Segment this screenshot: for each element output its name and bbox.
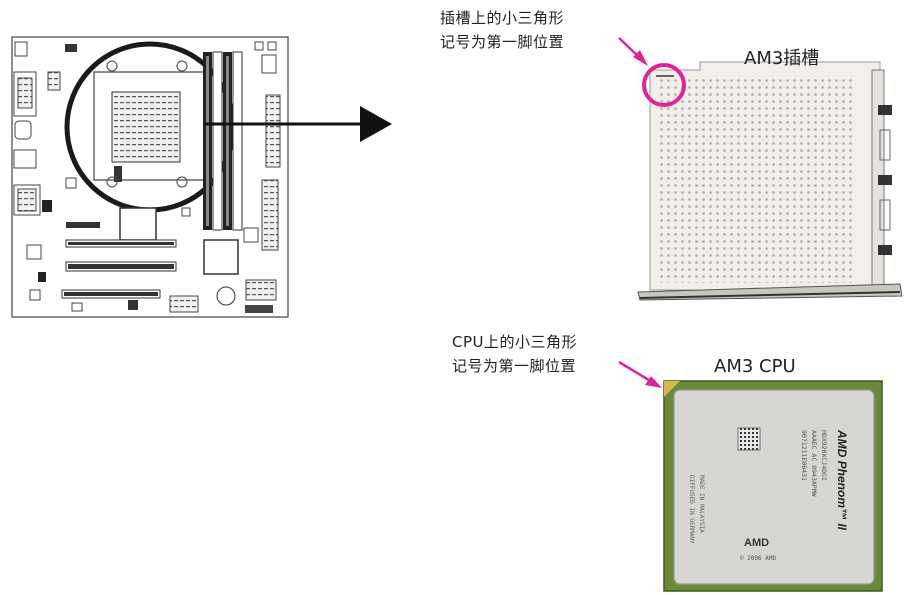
cpu-pin1-triangle xyxy=(664,381,680,397)
socket-note-line1: 插槽上的小三角形 xyxy=(440,9,565,27)
chip xyxy=(65,177,77,189)
sata-header xyxy=(261,179,279,251)
header xyxy=(169,295,199,313)
header xyxy=(65,44,77,52)
header xyxy=(245,305,273,313)
io-port xyxy=(17,188,37,212)
am3-socket xyxy=(637,61,903,301)
mount-hole xyxy=(176,60,188,72)
socket-note-arrow-icon xyxy=(618,37,648,66)
io-port xyxy=(13,184,41,216)
chip xyxy=(261,54,277,74)
header xyxy=(29,289,41,301)
cpu-note-line1: CPU上的小三角形 xyxy=(452,333,577,351)
cpu-title: AM3 CPU xyxy=(714,356,796,377)
cpu-brand-text: AMD Phenom™ II xyxy=(835,429,849,531)
io-port xyxy=(42,200,52,212)
socket-pin1-marker-circle xyxy=(642,63,686,107)
io-port xyxy=(17,77,33,109)
cpu-datamatrix xyxy=(737,427,761,451)
svg-text:HDX920XCJ4DGI: HDX920XCJ4DGI xyxy=(820,430,828,481)
northbridge-chip xyxy=(119,207,157,241)
svg-text:9071211E00431: 9071211E00431 xyxy=(800,430,808,481)
socket-pin-grid xyxy=(660,78,856,283)
motherboard xyxy=(11,36,289,318)
pointer-arrow-icon xyxy=(360,106,392,142)
cpu-note: CPU上的小三角形 记号为第一脚位置 xyxy=(452,330,577,378)
header xyxy=(38,272,46,282)
socket-note-line2: 记号为第一脚位置 xyxy=(440,33,565,51)
header xyxy=(245,279,277,301)
expansion-slots xyxy=(61,222,177,299)
header xyxy=(71,302,83,312)
socket-lever xyxy=(114,166,122,182)
chip xyxy=(243,227,259,243)
cpu-note-arrow-icon xyxy=(618,360,662,388)
chip xyxy=(254,41,264,51)
svg-text:AAAEC AC 0943APMW: AAAEC AC 0943APMW xyxy=(810,430,818,497)
mount-hole xyxy=(106,60,118,72)
mount-hole xyxy=(176,176,188,188)
cpu-note-line2: 记号为第一脚位置 xyxy=(452,357,577,375)
mount-hole xyxy=(106,176,118,188)
southbridge-chip xyxy=(203,239,239,275)
header xyxy=(128,300,138,310)
svg-text:DIFFUSED IN GERMANY: DIFFUSED IN GERMANY xyxy=(688,475,695,544)
chip xyxy=(181,207,191,217)
io-port xyxy=(47,71,61,91)
socket-title: AM3插槽 xyxy=(744,48,820,69)
chip xyxy=(267,41,277,51)
am3-cpu: AMD Phenom™ II HDX920XCJ4DGI AAAEC AC 09… xyxy=(663,380,883,592)
board-cpu-socket-inner xyxy=(111,91,181,163)
svg-text:© 2006 AMD: © 2006 AMD xyxy=(740,555,777,562)
svg-text:MADE IN MALAYSIA: MADE IN MALAYSIA xyxy=(698,475,705,533)
battery xyxy=(216,286,236,306)
cpu-logo-text: AMD xyxy=(744,537,769,549)
io-port xyxy=(13,149,37,169)
io-port xyxy=(14,120,32,140)
socket-note: 插槽上的小三角形 记号为第一脚位置 xyxy=(440,6,564,54)
io-port xyxy=(14,41,28,57)
cpu-heatspreader xyxy=(673,389,875,585)
memory-slots xyxy=(203,51,243,231)
chip xyxy=(26,244,42,260)
atx-power-connector xyxy=(265,94,281,168)
